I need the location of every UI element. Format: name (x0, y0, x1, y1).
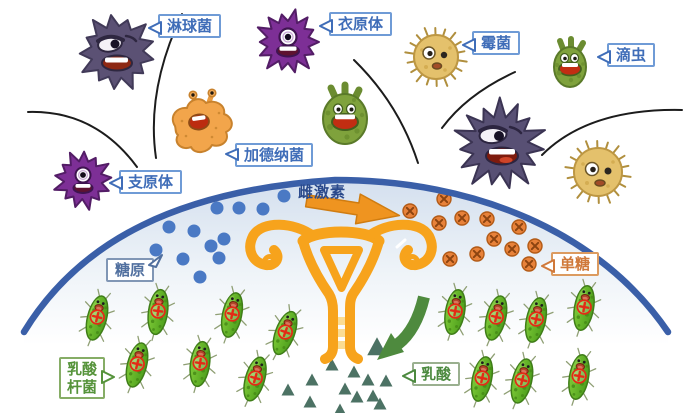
protective-dome-border (20, 176, 672, 336)
lactic-acid-label: 乳酸 (402, 362, 461, 387)
callout-tail-icon (101, 370, 116, 384)
chlamydia-microbe (256, 8, 320, 74)
mycoplasma-label-text: 支原体 (128, 173, 174, 191)
monosaccharide-dot (431, 215, 447, 231)
callout-tail-icon (319, 19, 333, 33)
protective-dome-fill (24, 180, 668, 413)
glycogen-dot (232, 201, 246, 215)
lactobacillus-label: 乳酸 杆菌 (59, 357, 116, 399)
mold-label: 霉菌 (462, 31, 521, 56)
purple-pathogen-microbe (453, 96, 546, 190)
monosaccharide-dot (504, 241, 520, 257)
glycogen-dot (193, 270, 207, 284)
monosaccharide-label: 单糖 (541, 252, 600, 277)
glycogen-dot (277, 189, 291, 203)
lactic-acid-triangle (325, 358, 339, 371)
monosaccharide-dot (479, 211, 495, 227)
monosaccharide-label-text: 单糖 (560, 255, 591, 273)
callout-tail-icon (597, 50, 611, 64)
chlamydia-label-text: 衣原体 (338, 15, 384, 33)
monosaccharide-dot (469, 246, 485, 262)
estrogen-arrow (304, 193, 401, 225)
lactic-acid-triangle (338, 382, 352, 395)
lactic-acid-triangle (379, 374, 393, 387)
trichomonas-label: 滴虫 (597, 43, 656, 68)
uterus-icon (245, 219, 437, 364)
mold-label-text: 霉菌 (481, 34, 512, 52)
lactic-acid-triangle (334, 403, 346, 413)
lactic-acid-triangle (305, 373, 319, 386)
deflection-arc (353, 59, 419, 164)
callout-tail-icon (225, 148, 239, 161)
glycogen-dot (217, 232, 231, 246)
monosaccharide-dots-group (402, 191, 543, 272)
glycogen-dot (256, 202, 270, 216)
lactic-acid-triangle (361, 373, 375, 386)
glycogen-dot (162, 220, 176, 234)
gardnerella-label: 加德纳菌 (225, 143, 314, 168)
glycogen-dot (204, 239, 218, 253)
monosaccharide-dot (527, 238, 543, 254)
mycoplasma-microbe (53, 150, 113, 211)
lactic-acid-triangle (347, 365, 361, 378)
mold-microbe-top (404, 27, 468, 87)
monosaccharide-dot (454, 210, 470, 226)
callout-tail-icon (148, 254, 164, 268)
lactobacillus-label-line1: 乳酸 (67, 360, 98, 378)
deflection-arc (541, 108, 683, 156)
lactic-acid-triangle (350, 390, 364, 403)
lactic-acid-label-text: 乳酸 (421, 365, 452, 383)
gardnerella-microbe (171, 88, 233, 153)
monosaccharide-dot (442, 251, 458, 267)
glycogen-label: 糖原 (106, 254, 164, 283)
lactobacillus-label-line2: 杆菌 (67, 378, 98, 396)
monosaccharide-dot (402, 203, 418, 219)
lactic-acid-triangle (373, 397, 387, 410)
glycogen-dot (212, 251, 226, 265)
monosaccharide-dot (486, 231, 502, 247)
gonococcus-label: 淋球菌 (148, 14, 222, 39)
gardnerella-label-text: 加德纳菌 (244, 146, 305, 164)
mold-microbe-bottom (564, 140, 632, 204)
monosaccharide-dot (521, 256, 537, 272)
lactic-acid-arrow (377, 295, 430, 360)
chlamydia-label: 衣原体 (319, 12, 393, 37)
callout-tail-icon (462, 38, 476, 52)
deflection-arc (27, 110, 138, 168)
glycogen-dots-group (149, 189, 291, 284)
glycogen-label-text: 糖原 (115, 261, 146, 279)
gonococcus-microbe (78, 14, 155, 90)
trichomonas-microbe (553, 36, 587, 88)
estrogen-label: 雌激素 (298, 183, 347, 201)
mycoplasma-label: 支原体 (109, 170, 183, 195)
glycogen-dot (210, 201, 224, 215)
lactic-acid-triangle (303, 395, 317, 408)
callout-tail-icon (109, 176, 123, 190)
callout-tail-icon (541, 259, 555, 273)
monosaccharide-dot (511, 219, 527, 235)
glycogen-dot (149, 243, 163, 257)
callout-tail-icon (148, 21, 162, 35)
glycogen-dot (187, 224, 201, 238)
green-pathogen-microbe (322, 81, 368, 145)
lactic-acid-triangle (366, 389, 380, 402)
deflection-arc (441, 71, 516, 129)
glycogen-dot (176, 252, 190, 266)
callout-tail-icon (402, 369, 416, 383)
deflection-arcs (27, 13, 683, 168)
lactic-acid-triangle (281, 383, 295, 396)
gonococcus-label-text: 淋球菌 (167, 17, 213, 35)
trichomonas-label-text: 滴虫 (616, 46, 647, 64)
